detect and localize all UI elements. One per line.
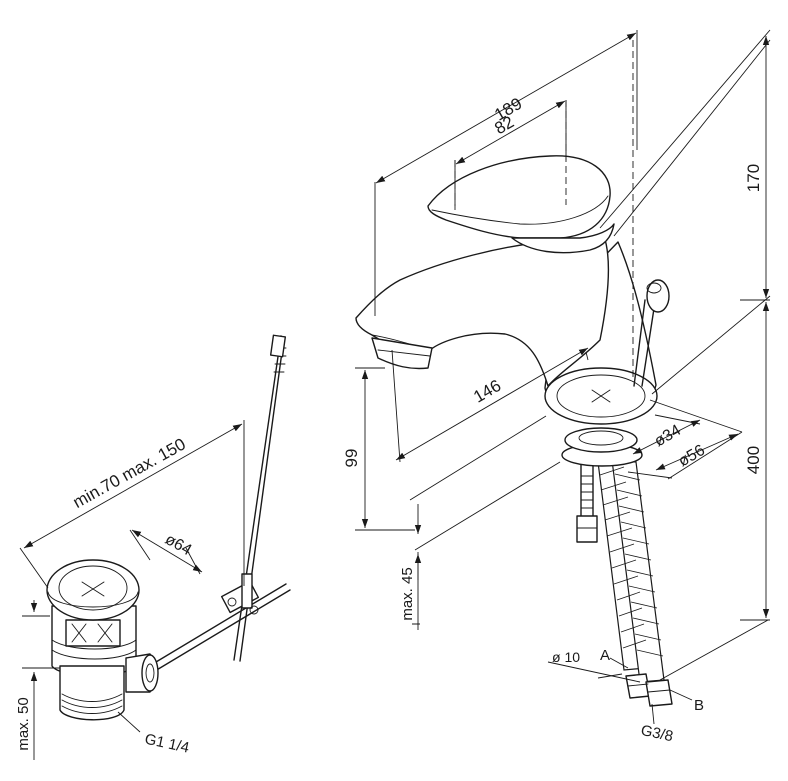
flex-hoses [597,459,673,707]
rod-clamp [220,580,260,614]
dim-400: 400 [744,446,763,474]
dim-diameter-34: ø34 [652,422,684,451]
dim-g1-1-4: G1 1/4 [143,731,191,757]
dim-99: 99 [342,449,361,468]
label-b: B [694,697,704,714]
dim-max-50: max. 50 [15,697,32,750]
waste-drawing [46,334,291,721]
mounting-stud [576,459,598,543]
dim-170: 170 [744,164,763,192]
dim-diameter-56: ø56 [676,442,708,471]
faucet-dimensions: 189 82 170 146 99 ø34 ø56 400 max. 45 ø … [342,29,771,745]
faucet-base [561,427,643,467]
waste-flange [46,559,140,621]
dim-hose-diameter: ø 10 [552,649,580,665]
dim-max-45: max. 45 [399,567,416,620]
dim-g3-8: G3/8 [639,722,674,745]
label-a: A [600,647,610,664]
dim-146: 146 [470,376,504,407]
pop-up-rod [633,279,670,387]
hose-braiding [599,466,664,657]
pull-rod [233,334,287,662]
dim-waste-length: min.70 max. 150 [70,434,189,512]
